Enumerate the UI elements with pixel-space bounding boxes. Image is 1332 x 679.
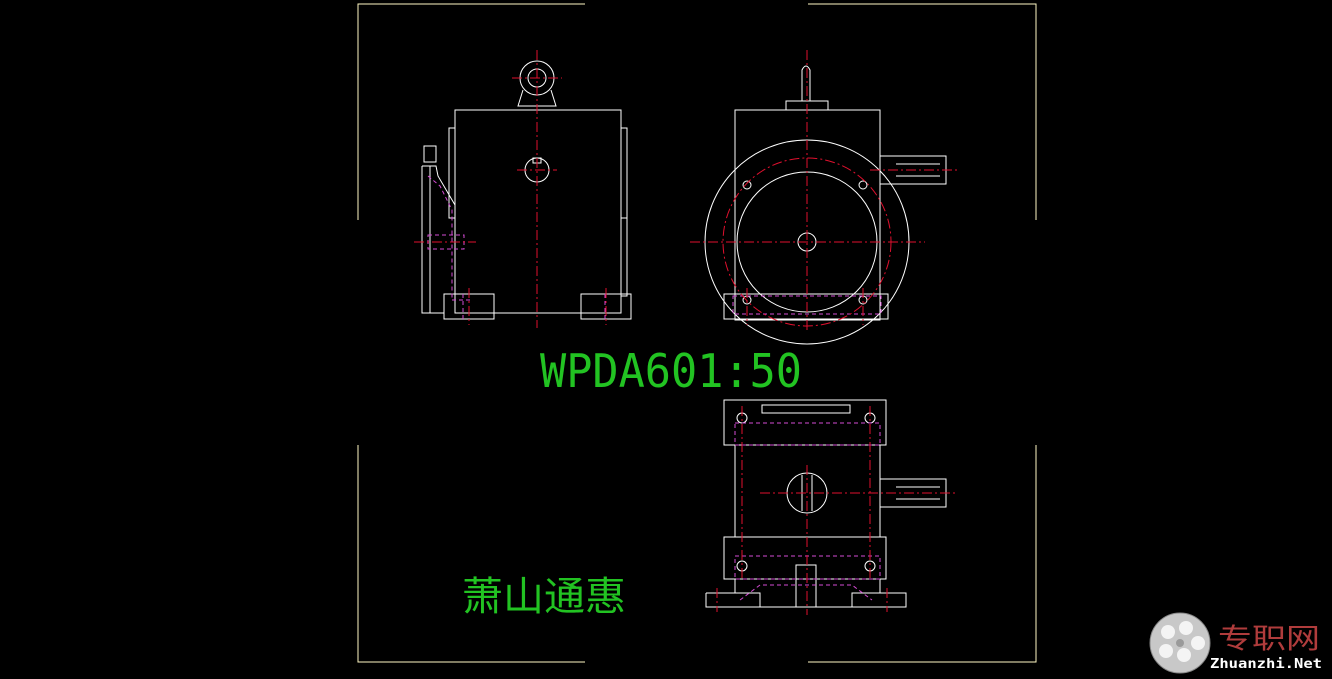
side-view-body (454, 109, 622, 314)
watermark-brand-en: Zhuanzhi.Net (1210, 657, 1322, 672)
sheet-frame (357, 3, 1037, 663)
top-view-base-right (851, 592, 907, 608)
mounting-bracket (421, 165, 456, 314)
front-view-input-shaft (801, 65, 811, 101)
top-view-hidden-base (739, 584, 873, 601)
front-view-bolt-hole-tr (858, 180, 868, 190)
side-view-hidden-bracket (427, 175, 453, 300)
side-view-right-flange (620, 127, 628, 297)
front-view-bolt-hole-tl (742, 180, 752, 190)
top-view-top-rib (761, 404, 851, 414)
frame-corner-bottom-left (357, 445, 585, 663)
company-label: 萧山通惠 (462, 574, 626, 620)
top-view (705, 399, 958, 615)
watermark-logo-icon (1149, 612, 1211, 674)
front-view-base-plate (723, 293, 889, 320)
front-view-hidden-base (732, 295, 882, 315)
watermark-brand-cn: 专职网 (1218, 622, 1320, 655)
top-view-bracket-post (795, 564, 817, 608)
top-view-bottom-cap (723, 536, 887, 580)
frame-corner-top-right (808, 3, 1037, 220)
side-view (414, 50, 632, 328)
model-label: WPDA601:50 (540, 344, 802, 398)
top-view-hidden-top (734, 422, 881, 446)
frame-corner-top-left (357, 3, 585, 220)
mounting-bracket-top (423, 145, 437, 163)
top-view-base-left (705, 592, 761, 608)
watermark: 专职网 Zhuanzhi.Net (1149, 612, 1322, 674)
side-view-left-cover (448, 127, 456, 219)
front-view (690, 50, 958, 345)
frame-corner-bottom-right (808, 445, 1037, 663)
